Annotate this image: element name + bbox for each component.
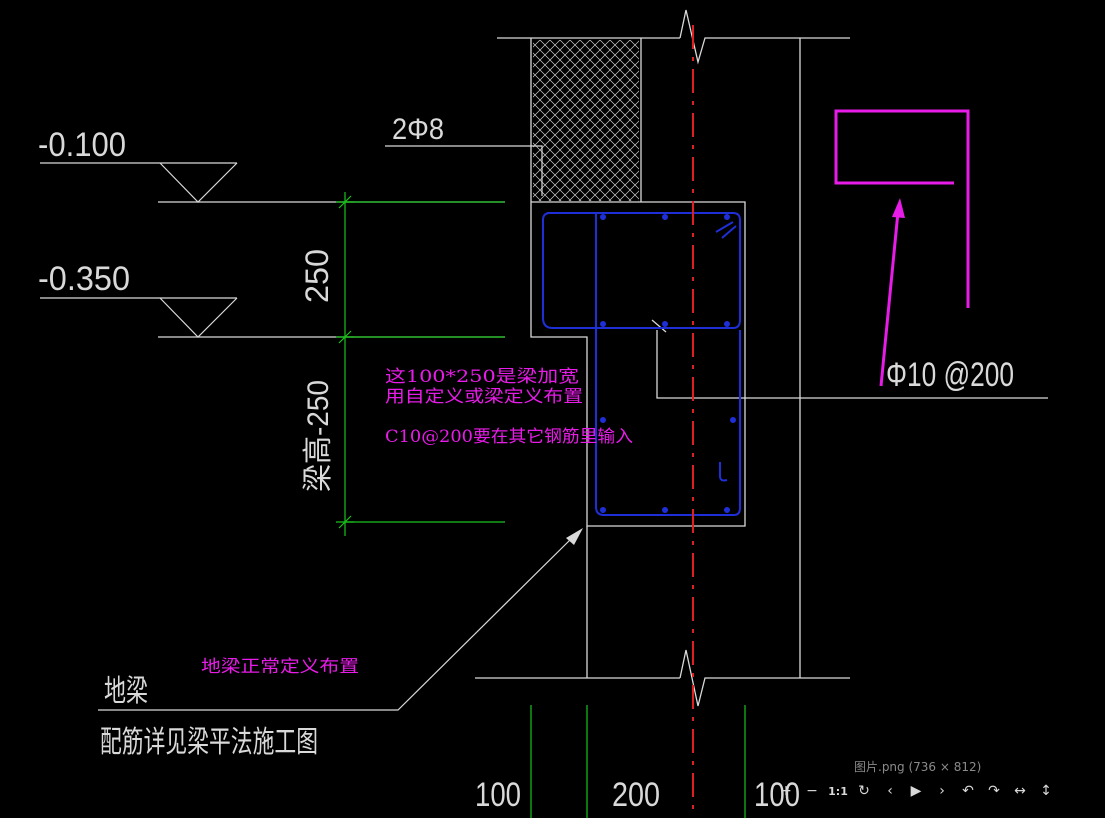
zoom-in-button[interactable]: + xyxy=(780,783,792,799)
viewer-toolbar: +−1:1 ↻ ‹ ▶ › ↶ ↷ ↔ ↕ xyxy=(773,780,1059,802)
note-ground-beam: 地梁正常定义布置 xyxy=(201,657,359,677)
title-line2: 配筋详见梁平法施工图 xyxy=(100,726,318,759)
elevation-marker-lower xyxy=(40,297,505,338)
rebar-leader xyxy=(385,145,543,196)
slideshow-button[interactable]: ▶ xyxy=(910,783,922,799)
stirrup-callout: Φ10 @200 xyxy=(886,356,1014,394)
dim-bottom-right: 100 xyxy=(754,776,800,814)
annotation-arrowhead xyxy=(892,198,905,218)
ground-beam-leader xyxy=(98,535,575,711)
dim-bottom-center: 200 xyxy=(612,776,660,814)
next-button[interactable]: › xyxy=(939,783,945,799)
rebar-top-label: 2Φ8 xyxy=(392,113,444,146)
title-line1: 地梁 xyxy=(104,675,148,708)
dim-bottom-left: 100 xyxy=(475,776,521,814)
rebar-dots xyxy=(600,214,736,513)
elevation-upper-label: -0.100 xyxy=(38,126,126,164)
note-widen-line1: 这100*250是梁加宽 xyxy=(385,367,579,387)
actual-size-button[interactable]: 1:1 xyxy=(828,784,848,798)
image-caption: 图片.png (736 × 812) xyxy=(854,760,982,774)
note-extra-rebar: C10@200要在其它钢筋里输入 xyxy=(385,427,633,447)
rotate-button[interactable]: ↻ xyxy=(858,783,870,799)
dim-top-segment-label: 250 xyxy=(299,249,335,303)
previous-button[interactable]: ‹ xyxy=(887,783,893,799)
rebar-cage xyxy=(542,212,741,516)
zoom-out-button[interactable]: − xyxy=(806,783,818,799)
redo-button[interactable]: ↷ xyxy=(988,783,1000,799)
dim-bottom-segment-label: 梁高-250 xyxy=(302,380,335,492)
bottom-dimension-ticks xyxy=(530,705,746,818)
vertical-dimension xyxy=(336,192,505,536)
section-outline xyxy=(475,9,1048,707)
fit-width-button[interactable]: ↔ xyxy=(1014,783,1026,799)
elevation-marker-upper xyxy=(40,162,505,203)
elevation-lower-label: -0.350 xyxy=(38,260,130,298)
ground-beam-leader-arrow xyxy=(566,528,583,545)
note-widen-line2: 用自定义或梁定义布置 xyxy=(385,387,583,407)
undo-button[interactable]: ↶ xyxy=(962,783,974,799)
fit-height-button[interactable]: ↕ xyxy=(1040,783,1052,799)
annotation-sketch xyxy=(834,109,970,387)
masonry-hatch xyxy=(533,40,639,201)
